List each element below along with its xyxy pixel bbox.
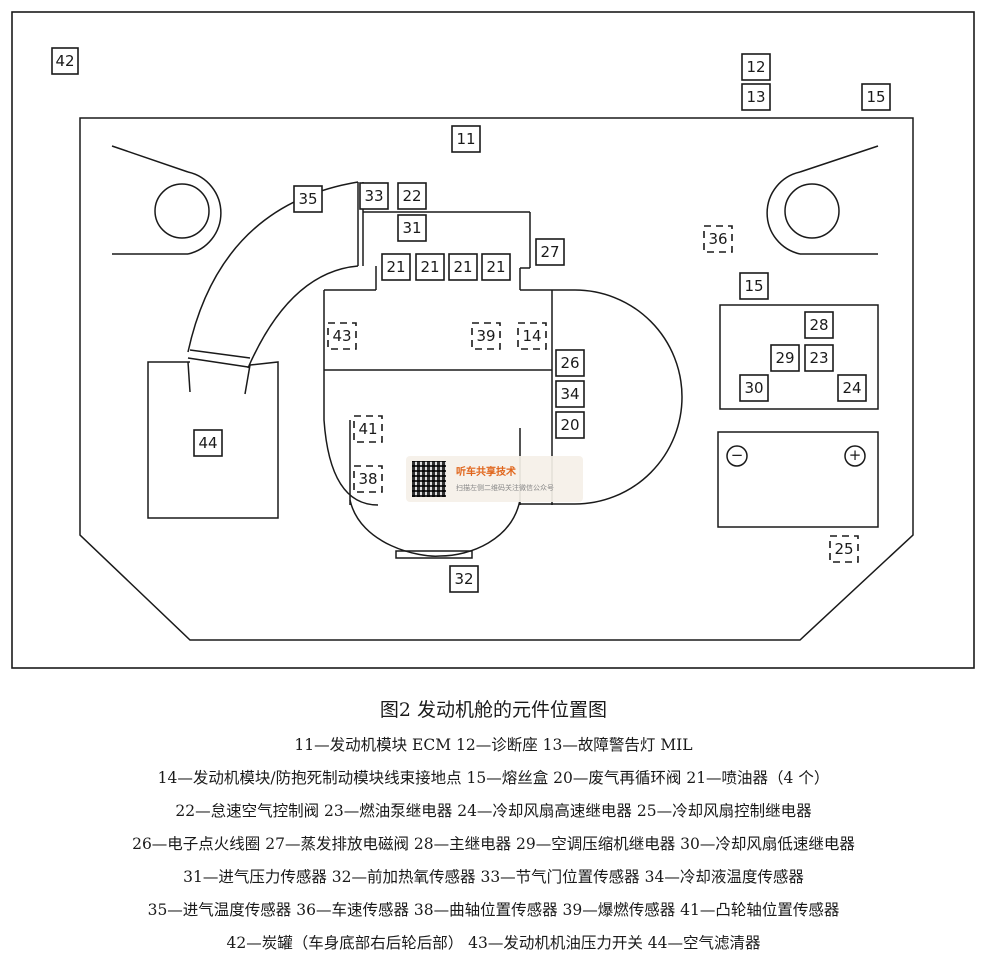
marker-20: 20	[555, 411, 585, 439]
marker-15-fusebox: 15	[739, 272, 769, 300]
marker-32: 32	[449, 565, 479, 593]
figure-title: 图2 发动机舱的元件位置图	[379, 699, 608, 721]
svg-text:43: 43	[332, 327, 351, 345]
marker-21-1: 21	[381, 253, 411, 281]
svg-text:21: 21	[486, 258, 505, 276]
qr-code-icon	[412, 461, 446, 497]
watermark-title: 听车共享技术	[456, 467, 516, 478]
svg-text:13: 13	[746, 88, 765, 106]
marker-34: 34	[555, 380, 585, 408]
watermark-subtitle: 扫描左侧二维码关注微信公众号	[456, 484, 554, 492]
marker-21-3: 21	[448, 253, 478, 281]
svg-text:21: 21	[386, 258, 405, 276]
marker-14: 14	[517, 322, 547, 350]
legend-line-7: 42—炭罐（车身底部右后轮后部） 43—发动机机油压力开关 44—空气滤清器	[226, 934, 761, 952]
svg-text:34: 34	[560, 385, 579, 403]
marker-27: 27	[535, 238, 565, 266]
svg-text:27: 27	[540, 243, 559, 261]
marker-29: 29	[770, 344, 800, 372]
marker-11: 11	[451, 125, 481, 153]
marker-13: 13	[741, 83, 771, 111]
svg-text:24: 24	[842, 379, 861, 397]
svg-text:33: 33	[364, 187, 383, 205]
svg-text:31: 31	[402, 219, 421, 237]
marker-28: 28	[804, 311, 834, 339]
svg-text:26: 26	[560, 354, 579, 372]
marker-39: 39	[471, 322, 501, 350]
marker-23: 23	[804, 344, 834, 372]
svg-text:32: 32	[454, 570, 473, 588]
marker-21-2: 21	[415, 253, 445, 281]
marker-25: 25	[829, 535, 859, 563]
svg-text:15: 15	[866, 88, 885, 106]
marker-44: 44	[193, 429, 223, 457]
battery	[717, 431, 879, 528]
legend-line-5: 31—进气压力传感器 32—前加热氧传感器 33—节气门位置传感器 34—冷却液…	[183, 868, 804, 886]
battery-minus-label: −	[731, 446, 744, 464]
marker-42: 42	[51, 47, 79, 75]
marker-43: 43	[327, 322, 357, 350]
marker-36: 36	[703, 225, 733, 253]
intake-duct	[187, 181, 359, 369]
marker-26: 26	[555, 349, 585, 377]
svg-text:22: 22	[402, 187, 421, 205]
watermark: 听车共享技术 扫描左侧二维码关注微信公众号	[406, 456, 583, 502]
svg-text:20: 20	[560, 416, 579, 434]
svg-text:39: 39	[476, 327, 495, 345]
svg-text:15: 15	[744, 277, 763, 295]
legend-line-2: 14—发动机模块/防抱死制动模块线束接地点 15—熔丝盒 20—废气再循环阀 2…	[157, 769, 830, 787]
left-shock-tower	[111, 145, 222, 255]
marker-35: 35	[293, 185, 323, 213]
marker-33: 33	[359, 182, 389, 210]
air-filter-box	[147, 361, 279, 519]
svg-text:23: 23	[809, 349, 828, 367]
legend-line-6: 35—进气温度传感器 36—车速传感器 38—曲轴位置传感器 39—爆燃传感器 …	[147, 901, 840, 919]
legend-line-3: 22—怠速空气控制阀 23—燃油泵继电器 24—冷却风扇高速继电器 25—冷却风…	[175, 802, 812, 820]
battery-plus-label: +	[849, 446, 862, 464]
svg-text:28: 28	[809, 316, 828, 334]
svg-text:35: 35	[298, 190, 317, 208]
marker-22: 22	[397, 182, 427, 210]
marker-24: 24	[837, 374, 867, 402]
marker-12: 12	[741, 53, 771, 81]
svg-text:12: 12	[746, 58, 765, 76]
marker-38: 38	[353, 465, 383, 493]
relay-box	[719, 304, 879, 410]
engine-bay-outline	[79, 117, 914, 641]
svg-text:41: 41	[358, 420, 377, 438]
marker-15-top: 15	[861, 83, 891, 111]
svg-text:11: 11	[456, 130, 475, 148]
svg-text:14: 14	[522, 327, 541, 345]
marker-30: 30	[739, 374, 769, 402]
svg-text:42: 42	[55, 52, 74, 70]
engine-bay-diagram: − + 42 12 13 15 11 35 33 22 31 27 21 21 …	[11, 11, 975, 669]
marker-21-4: 21	[481, 253, 511, 281]
marker-31: 31	[397, 214, 427, 242]
svg-text:25: 25	[834, 540, 853, 558]
right-shock-tower	[766, 145, 879, 255]
svg-text:36: 36	[708, 230, 727, 248]
legend-line-4: 26—电子点火线圈 27—蒸发排放电磁阀 28—主继电器 29—空调压缩机继电器…	[132, 835, 855, 853]
svg-text:29: 29	[775, 349, 794, 367]
marker-41: 41	[353, 415, 383, 443]
outer-frame	[11, 11, 975, 669]
svg-text:44: 44	[198, 434, 217, 452]
svg-text:21: 21	[453, 258, 472, 276]
svg-text:21: 21	[420, 258, 439, 276]
svg-text:30: 30	[744, 379, 763, 397]
svg-text:38: 38	[358, 470, 377, 488]
legend-line-1: 11—发动机模块 ECM 12—诊断座 13—故障警告灯 MIL	[294, 736, 693, 754]
